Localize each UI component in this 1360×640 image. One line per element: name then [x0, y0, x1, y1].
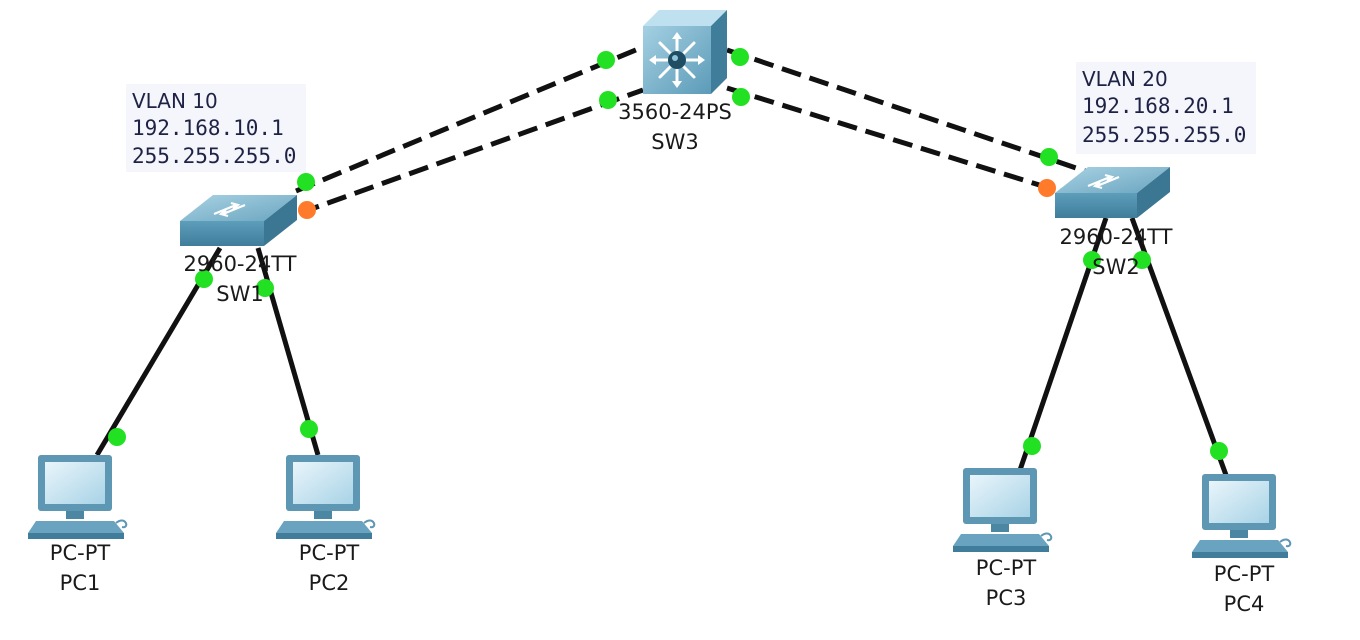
- pc-icon[interactable]: [28, 455, 128, 539]
- port-status-dot: [297, 173, 315, 191]
- device-label-sw1: 2960-24TT SW1: [183, 249, 296, 309]
- note-title: VLAN 20: [1082, 67, 1168, 91]
- device-model: PC-PT: [49, 541, 111, 565]
- device-name: PC3: [985, 586, 1027, 610]
- device-name: SW2: [1092, 255, 1140, 279]
- port-status-dot: [732, 88, 750, 106]
- device-model: 3560-24PS: [618, 100, 732, 124]
- device-name: PC4: [1223, 592, 1265, 616]
- pc-icon[interactable]: [276, 455, 376, 539]
- note-subnet-mask: 255.255.255.0: [132, 144, 297, 168]
- switch-icon[interactable]: [180, 195, 297, 246]
- vlan10-note: VLAN 10 192.168.10.1 255.255.255.0: [126, 84, 306, 172]
- trunk-link-sw3-sw2[interactable]: [726, 85, 1063, 195]
- port-status-dot: [1040, 148, 1058, 166]
- port-status-dot: [1210, 442, 1228, 460]
- pc-icon[interactable]: [1192, 474, 1292, 558]
- device-label-pc2: PC-PT PC2: [299, 538, 359, 598]
- port-status-dot: [597, 51, 615, 69]
- device-model: PC-PT: [1213, 562, 1275, 586]
- pc-icon[interactable]: [953, 468, 1053, 552]
- note-subnet-mask: 255.255.255.0: [1082, 123, 1247, 147]
- note-title: VLAN 10: [132, 89, 218, 113]
- device-model: 2960-24TT: [1059, 225, 1173, 249]
- port-status-dot: [1133, 251, 1151, 269]
- device-label-sw2: 2960-24TT SW2: [1059, 222, 1172, 282]
- device-name: SW3: [651, 130, 699, 154]
- note-ip-address: 192.168.10.1: [132, 116, 284, 140]
- port-status-dot: [108, 428, 126, 446]
- device-label-sw3: 3560-24PS SW3: [618, 97, 732, 157]
- device-name: PC1: [59, 571, 101, 595]
- device-label-pc3: PC-PT PC3: [976, 553, 1036, 613]
- multilayer-switch-icon[interactable]: [643, 10, 727, 94]
- port-status-dot: [300, 420, 318, 438]
- port-status-dot: [195, 270, 213, 288]
- port-status-dot: [731, 48, 749, 66]
- device-model: PC-PT: [298, 541, 360, 565]
- ports-layer: [108, 48, 1228, 460]
- device-model: PC-PT: [975, 556, 1037, 580]
- trunk-link-sw1-sw3[interactable]: [295, 44, 644, 194]
- note-ip-address: 192.168.20.1: [1082, 94, 1234, 118]
- device-model: 2960-24TT: [183, 252, 297, 276]
- device-label-pc4: PC-PT PC4: [1214, 559, 1274, 619]
- port-status-dot: [1038, 179, 1056, 197]
- port-status-dot: [599, 91, 617, 109]
- switch-icon[interactable]: [1055, 167, 1170, 218]
- vlan20-note: VLAN 20 192.168.20.1 255.255.255.0: [1076, 62, 1256, 154]
- device-name: PC2: [308, 571, 350, 595]
- trunk-link-sw1-sw3[interactable]: [299, 87, 644, 216]
- port-status-dot: [256, 279, 274, 297]
- port-status-dot: [1023, 437, 1041, 455]
- device-label-pc1: PC-PT PC1: [50, 538, 110, 598]
- port-status-dot: [1083, 251, 1101, 269]
- device-name: SW1: [216, 282, 264, 306]
- trunk-link-sw3-sw2[interactable]: [726, 47, 1089, 175]
- port-status-dot: [298, 201, 316, 219]
